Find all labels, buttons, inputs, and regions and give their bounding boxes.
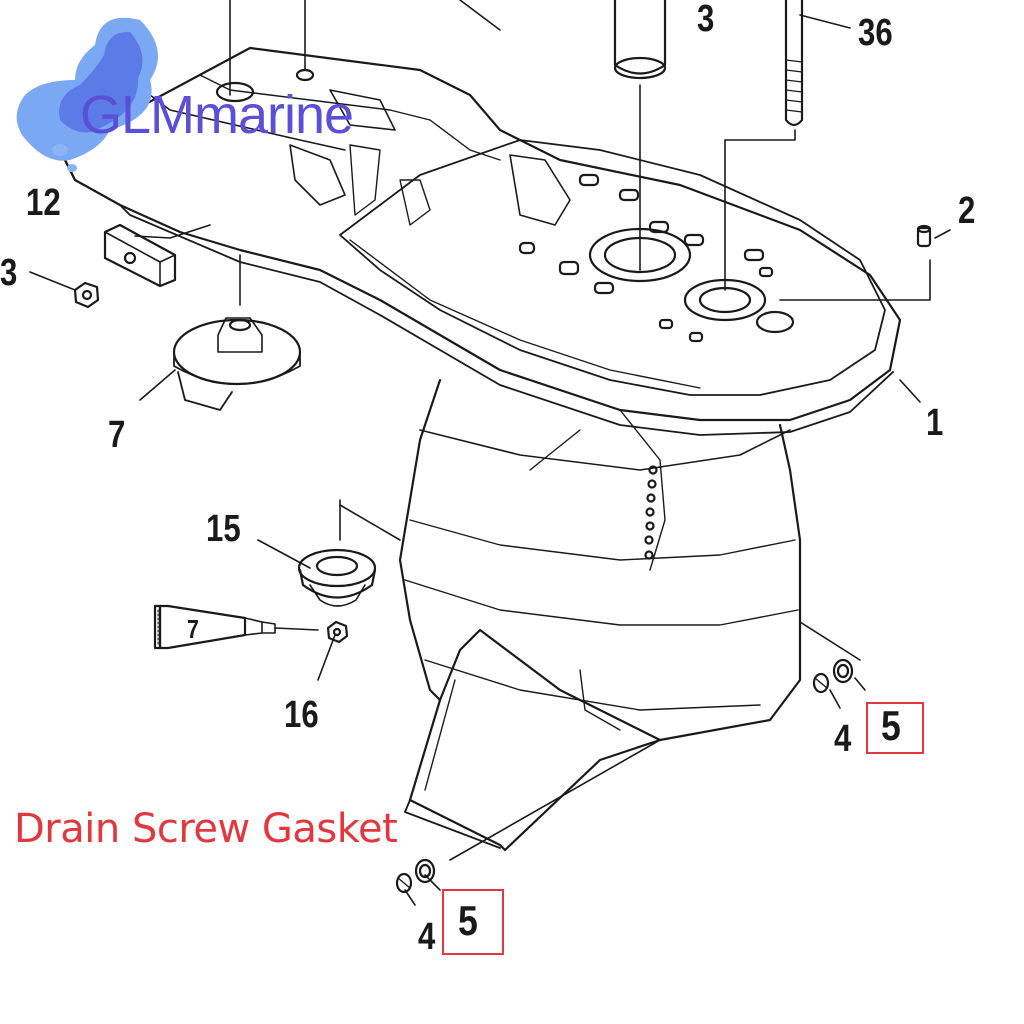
part-3-shaft	[613, 0, 667, 80]
part-2-dowel-pin	[916, 224, 932, 248]
part-36-stud	[784, 0, 804, 127]
part-label-3-top: 3	[697, 0, 715, 40]
part-label-12: 12	[26, 182, 61, 224]
highlight-box-5-right	[866, 702, 924, 754]
part-7-sealant-tube	[153, 604, 319, 650]
leader-lines	[29, 0, 951, 906]
part-label-16: 16	[284, 694, 319, 736]
part-16-nut	[326, 620, 349, 644]
caption-drain-screw-gasket: Drain Screw Gasket	[14, 806, 398, 852]
part-label-1: 1	[926, 402, 944, 444]
highlight-box-5-bottom	[442, 889, 504, 955]
part-label-3-left: 3	[0, 252, 18, 294]
part-7-trim-anode	[172, 317, 302, 411]
part-label-7-tube: 7	[187, 614, 199, 644]
brand-watermark-text: GLMmarine	[80, 85, 354, 145]
part-12-anode-block	[103, 223, 177, 288]
part-4-5-bottom	[395, 858, 436, 894]
part-label-5-bottom: 5	[458, 897, 478, 944]
part-label-7-anode: 7	[108, 414, 126, 456]
part-15-grommet	[297, 548, 377, 607]
part-3-nut	[73, 281, 100, 309]
part-label-4-bottom: 4	[418, 916, 436, 958]
part-label-2: 2	[958, 190, 976, 232]
part-4-5-right	[812, 658, 854, 694]
part-label-5-right: 5	[881, 702, 901, 749]
gearcase-housing	[58, 46, 902, 852]
part-label-4-right: 4	[834, 718, 852, 760]
part-label-36: 36	[858, 12, 893, 54]
brand-logo-splash	[16, 17, 158, 172]
part-label-15: 15	[206, 508, 241, 550]
